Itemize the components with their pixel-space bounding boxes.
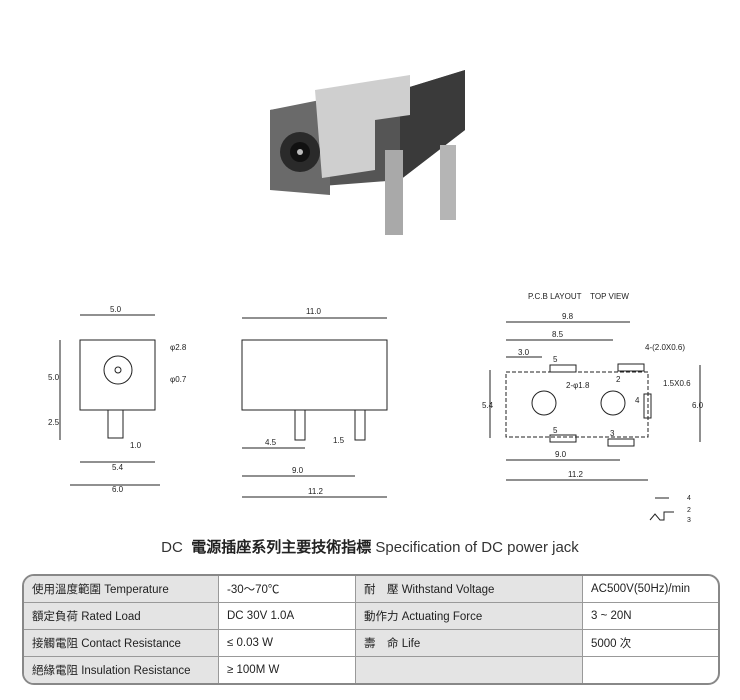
- pin-label: 2: [687, 507, 691, 514]
- spec-label: 額定負荷 Rated Load: [24, 603, 219, 630]
- dim-label: 2-φ1.8: [566, 381, 590, 390]
- dim-label: 5.0: [48, 373, 60, 382]
- table-row: 絕緣電阻 Insulation Resistance ≥ 100M W: [24, 657, 718, 683]
- spec-label: 接觸電阻 Contact Resistance: [24, 630, 219, 657]
- dim-label: 11.2: [308, 487, 324, 496]
- dim-label: 5.4: [482, 401, 494, 410]
- title-prefix: DC: [161, 539, 183, 556]
- pcb-layout-drawing: P.C.B LAYOUT TOP VIEW 9.8 8.5 3.0 4-(2.0…: [482, 292, 704, 524]
- table-row: 使用溫度範圍 Temperature -30～70℃ 耐 壓 Withstand…: [24, 576, 718, 603]
- spec-label: 使用溫度範圍 Temperature: [24, 576, 219, 603]
- dim-label: 1.5: [333, 436, 345, 445]
- dim-label: φ0.7: [170, 375, 187, 384]
- dim-label: φ2.8: [170, 343, 187, 352]
- dim-label: 9.0: [292, 466, 304, 475]
- table-row: 額定負荷 Rated Load DC 30V 1.0A 動作力 Actuatin…: [24, 603, 718, 630]
- dim-label: 2.5: [48, 418, 60, 427]
- front-view-drawing: 5.0 φ2.8 φ0.7 5.0 2.5 1.0 5.4 6.0: [48, 305, 187, 494]
- pin-label: 4: [635, 396, 640, 405]
- dim-label: 3.0: [518, 348, 530, 357]
- dim-label: 11.0: [306, 307, 322, 316]
- title-chinese: 電源插座系列主要技術指標: [191, 539, 372, 556]
- spec-value: ≥ 100M W: [219, 657, 356, 683]
- spec-label: [356, 657, 583, 683]
- spec-label: 動作力 Actuating Force: [356, 603, 583, 630]
- pcb-heading: P.C.B LAYOUT TOP VIEW: [528, 292, 629, 301]
- pin-label: 5: [553, 426, 558, 435]
- spec-label: 絕緣電阻 Insulation Resistance: [24, 657, 219, 683]
- spec-value: AC500V(50Hz)/min: [583, 576, 718, 603]
- dim-label: 6.0: [112, 485, 124, 494]
- product-photo: [270, 70, 465, 235]
- table-row: 接觸電阻 Contact Resistance ≤ 0.03 W 壽 命 Lif…: [24, 630, 718, 657]
- pin-label: 2: [616, 375, 621, 384]
- spec-value: 5000 次: [583, 630, 718, 657]
- spec-title: DC 電源插座系列主要技術指標 Specification of DC powe…: [0, 536, 740, 557]
- spec-label: 壽 命 Life: [356, 630, 583, 657]
- dim-label: 8.5: [552, 330, 564, 339]
- spec-value: 3 ~ 20N: [583, 603, 718, 630]
- spec-table: 使用溫度範圍 Temperature -30～70℃ 耐 壓 Withstand…: [22, 574, 720, 685]
- dim-label: 5.0: [110, 305, 122, 314]
- side-view-drawing: 11.0 4.5 1.5 9.0 11.2: [241, 307, 388, 498]
- dim-label: 1.5X0.6: [663, 379, 691, 388]
- dim-label: 1.0: [130, 441, 142, 450]
- pin-label: 3: [687, 517, 691, 524]
- spec-value: DC 30V 1.0A: [219, 603, 356, 630]
- dim-label: 9.0: [555, 450, 567, 459]
- spec-value: -30～70℃: [219, 576, 356, 603]
- dim-label: 4-(2.0X0.6): [645, 343, 685, 352]
- dim-label: 6.0: [692, 401, 704, 410]
- pin-label: 5: [553, 355, 558, 364]
- dim-label: 9.8: [562, 312, 574, 321]
- dim-label: 5.4: [112, 463, 124, 472]
- pin-label: 3: [610, 429, 615, 438]
- spec-value: ≤ 0.03 W: [219, 630, 356, 657]
- spec-label: 耐 壓 Withstand Voltage: [356, 576, 583, 603]
- spec-value: [583, 657, 718, 683]
- pin-label: 4: [687, 495, 691, 502]
- dim-label: 4.5: [265, 438, 277, 447]
- title-english: Specification of DC power jack: [375, 539, 579, 556]
- dim-label: 11.2: [568, 470, 584, 479]
